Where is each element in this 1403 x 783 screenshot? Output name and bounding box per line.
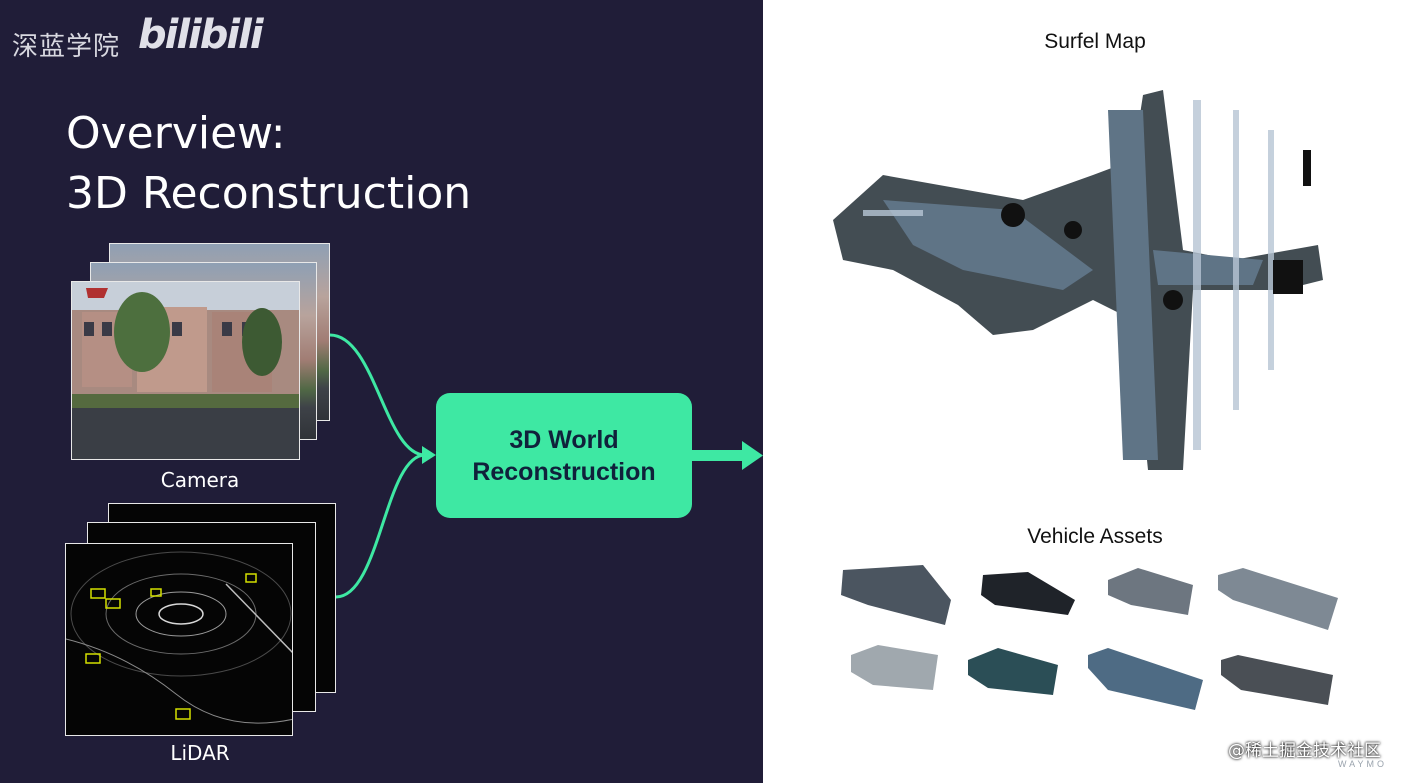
camera-caption: Camera xyxy=(160,468,240,492)
vehicle-asset-3 xyxy=(1108,568,1193,615)
vehicle-asset-4 xyxy=(1218,568,1338,630)
surfel-map-title: Surfel Map xyxy=(1044,30,1146,53)
camera-to-process-connector xyxy=(329,333,426,457)
vehicle-assets-gallery xyxy=(841,565,1338,710)
vehicle-assets-title: Vehicle Assets xyxy=(1027,525,1163,548)
output-arrow-shaft xyxy=(692,450,744,461)
lidar-frame-front xyxy=(65,543,293,736)
lidar-to-process-connector xyxy=(335,453,426,599)
vehicle-asset-5 xyxy=(851,645,938,690)
slide-title: Overview: 3D Reconstruction xyxy=(66,104,471,224)
right-panel: Surfel Map Vehicle Assets xyxy=(763,0,1403,783)
vehicle-asset-2 xyxy=(981,572,1075,615)
process-label-line2: Reconstruction xyxy=(472,457,656,486)
output-arrowhead xyxy=(742,441,763,470)
bilibili-logo: bilibili xyxy=(138,12,264,58)
surfel-map-image xyxy=(833,90,1323,470)
process-label-line1: 3D World xyxy=(509,425,619,454)
vehicle-asset-1 xyxy=(841,565,951,625)
camera-street-image xyxy=(72,282,299,459)
flow-connectors xyxy=(329,333,763,599)
vehicle-asset-7 xyxy=(1088,648,1203,710)
reconstruction-process-box: 3D World Reconstruction xyxy=(436,393,692,518)
waymo-brand: WAYMO xyxy=(1338,759,1387,769)
watermark-text: @稀土掘金技术社区 xyxy=(1228,741,1381,761)
lidar-point-cloud-image xyxy=(66,544,292,735)
vehicle-asset-8 xyxy=(1221,655,1333,705)
slide-title-line2: 3D Reconstruction xyxy=(66,168,472,219)
brand-cn-logo: 深蓝学院 xyxy=(12,32,121,62)
vehicle-asset-6 xyxy=(968,648,1058,695)
left-panel: 深蓝学院 bilibili Overview: 3D Reconstructio… xyxy=(0,0,763,783)
lidar-caption: LiDAR xyxy=(170,741,230,765)
slide-title-line1: Overview: xyxy=(66,108,286,159)
process-input-arrowhead xyxy=(422,446,436,464)
camera-frame-front xyxy=(71,281,300,460)
